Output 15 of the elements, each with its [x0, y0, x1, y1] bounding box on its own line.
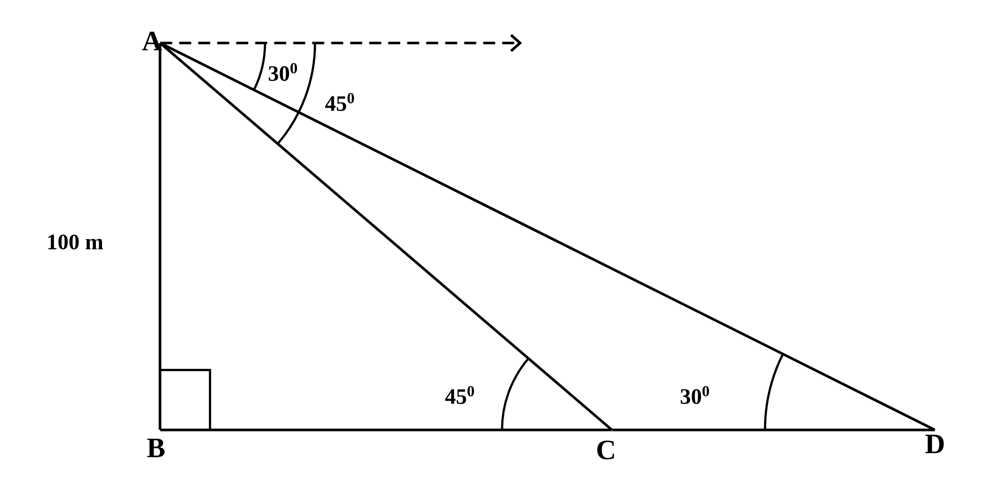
line-segment: [160, 428, 612, 432]
angle-label: 30$^{0}$: [268, 63, 298, 81]
dashed-arrow: [160, 34, 522, 52]
angle-label: 45$^{0}$: [325, 93, 354, 111]
angle-label: 45$^{0}$: [445, 386, 474, 404]
line-segment: [160, 42, 936, 432]
vertex-label: C: [597, 440, 614, 460]
line-segment: [159, 42, 613, 431]
vertex-label: A: [142, 32, 162, 50]
line-segment: [612, 428, 935, 432]
angle-label: 30$^{0}$: [680, 386, 710, 404]
vertex-label: B: [147, 438, 165, 458]
vertex-label: D: [925, 434, 944, 454]
line-segment: [158, 43, 162, 430]
length-label: 100 m: [48, 234, 104, 250]
